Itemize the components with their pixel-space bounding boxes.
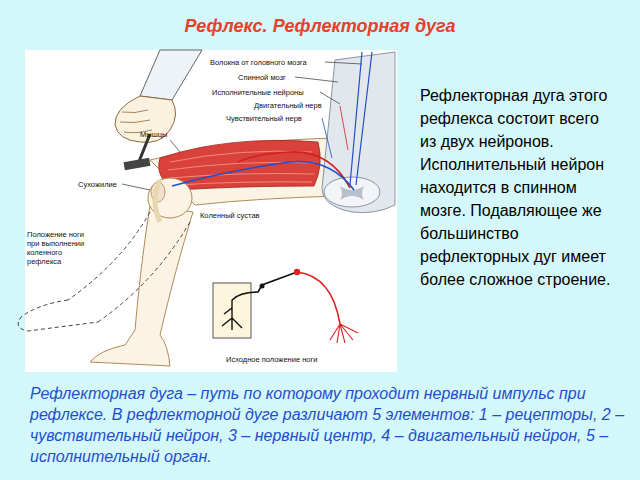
motor-neuron — [297, 272, 340, 324]
sensory-neuron — [232, 272, 297, 300]
tendon — [155, 180, 160, 222]
part-label: Двигательный нерв — [254, 101, 322, 110]
part-label: Сухожилие — [78, 180, 117, 189]
leader-lines — [122, 62, 362, 190]
sleeve — [140, 50, 202, 100]
part-label: Исполнительные нейроны — [212, 88, 304, 97]
receptor-ending — [222, 300, 242, 330]
lower-leg — [90, 205, 193, 366]
slide-title: Рефлекс. Рефлекторная дуга — [0, 16, 640, 37]
sensory-nerve — [172, 162, 354, 190]
part-label: Волокна от головного мозга — [210, 58, 307, 67]
brain-fibre — [350, 52, 362, 185]
hammer-head — [124, 158, 151, 170]
leader-line — [340, 106, 348, 150]
brain-fibre — [356, 52, 372, 185]
part-label: Спинной мозг — [238, 73, 286, 82]
definition-caption: Рефлекторная дуга – путь по которому про… — [30, 383, 630, 467]
picture-panel — [25, 50, 397, 372]
leader-line — [322, 118, 332, 158]
cord-section — [324, 177, 380, 207]
side-note: Рефлекторная дуга этого рефлекса состоит… — [420, 84, 616, 291]
hand — [115, 96, 176, 143]
position-label: Исходное положение ноги — [226, 355, 317, 364]
position-label: Положение ноги при выполнении коленного … — [27, 230, 87, 266]
neuron-body — [260, 284, 265, 289]
part-label: Коленный сустав — [200, 211, 260, 220]
part-label: Чувствительный нерв — [226, 114, 302, 123]
muscle-fibres — [168, 151, 316, 185]
raised-leg-outline — [18, 212, 190, 331]
receptor-square — [213, 283, 251, 338]
fingers — [120, 110, 152, 133]
part-label: Мышцы — [140, 130, 167, 139]
muscle-fan — [330, 324, 358, 343]
spinal-cord — [322, 52, 395, 213]
